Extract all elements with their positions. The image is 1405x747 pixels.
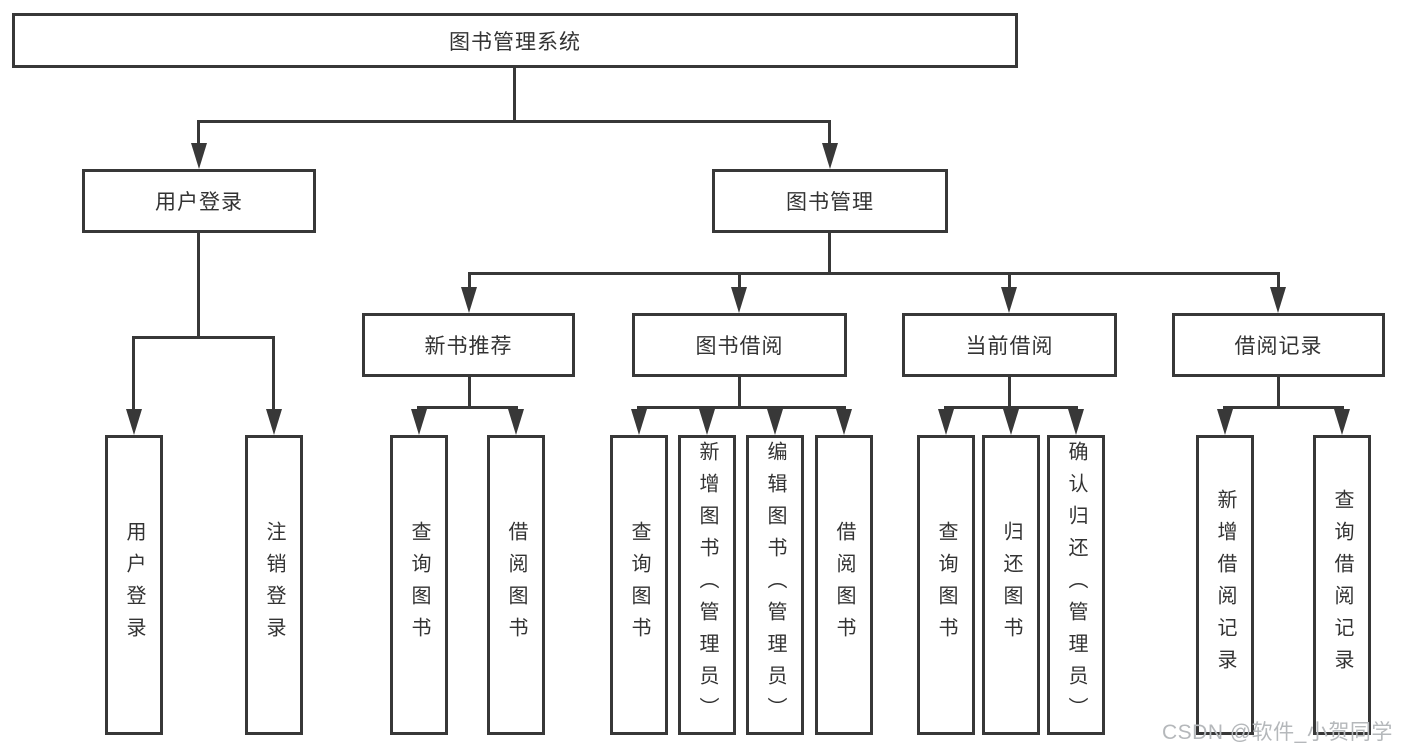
connector-line [197,120,831,123]
connector-line [468,272,1280,275]
leaf-label: 用户登录 [123,521,145,649]
connector-line [1008,377,1011,408]
connector-line [513,68,516,120]
connector-line [944,406,1078,409]
connector-line [417,406,518,409]
leaf-edit-book-admin: 编辑图书（管理员） [746,435,804,735]
node-label: 图书借阅 [695,335,784,358]
connector-line [132,336,275,339]
node-label: 借阅记录 [1234,335,1323,358]
leaf-logout: 注销登录 [245,435,303,735]
leaf-label: 查询图书 [408,521,430,649]
arrowhead-down-icon [631,409,647,435]
connector-line [1008,272,1011,291]
node-label: 图书管理 [786,191,874,214]
leaf-label: 查询借阅记录 [1331,489,1353,681]
arrowhead-down-icon [508,409,524,435]
arrowhead-down-icon [266,409,282,435]
node-book-borrowing: 图书借阅 [632,313,847,377]
node-user-login: 用户登录 [82,169,316,233]
leaf-label: 查询图书 [628,521,650,649]
node-library-management-system: 图书管理系统 [12,13,1018,68]
leaf-label: 编辑图书（管理员） [764,441,786,729]
connector-line [828,120,831,148]
arrowhead-down-icon [1003,409,1019,435]
leaf-label: 借阅图书 [505,521,527,649]
connector-line [1277,272,1280,291]
connector-line [197,233,200,336]
arrowhead-down-icon [699,409,715,435]
arrowhead-down-icon [191,143,207,169]
arrowhead-down-icon [461,287,477,313]
node-label: 图书管理系统 [449,30,581,54]
node-label: 新书推荐 [424,335,513,358]
leaf-confirm-return-admin: 确认归还（管理员） [1047,435,1105,735]
leaf-user-login: 用户登录 [105,435,163,735]
arrowhead-down-icon [1270,287,1286,313]
connector-line [1277,377,1280,408]
leaf-label: 新增借阅记录 [1214,489,1236,681]
connector-line [197,120,200,148]
arrowhead-down-icon [411,409,427,435]
connector-line [828,233,831,274]
arrowhead-down-icon [126,409,142,435]
node-label: 用户登录 [155,191,243,214]
node-book-management: 图书管理 [712,169,948,233]
arrowhead-down-icon [1334,409,1350,435]
leaf-query-books-current: 查询图书 [917,435,975,735]
leaf-label: 确认归还（管理员） [1065,441,1087,729]
leaf-query-books-recommend: 查询图书 [390,435,448,735]
leaf-borrow-books-recommend: 借阅图书 [487,435,545,735]
leaf-borrow-books: 借阅图书 [815,435,873,735]
connector-line [637,406,846,409]
arrowhead-down-icon [1217,409,1233,435]
leaf-label: 借阅图书 [833,521,855,649]
leaf-query-borrow-record: 查询借阅记录 [1313,435,1371,735]
node-new-book-recommend: 新书推荐 [362,313,575,377]
arrowhead-down-icon [731,287,747,313]
node-current-borrowing: 当前借阅 [902,313,1117,377]
leaf-label: 注销登录 [263,521,285,649]
arrowhead-down-icon [1068,409,1084,435]
connector-line [738,377,741,408]
node-label: 当前借阅 [965,335,1054,358]
csdn-watermark: CSDN @软件_小贺同学 [1162,721,1393,744]
leaf-label: 查询图书 [935,521,957,649]
leaf-return-books: 归还图书 [982,435,1040,735]
arrowhead-down-icon [836,409,852,435]
connector-line [738,272,741,291]
leaf-query-books-borrow: 查询图书 [610,435,668,735]
leaf-add-borrow-record: 新增借阅记录 [1196,435,1254,735]
arrowhead-down-icon [767,409,783,435]
connector-line [1223,406,1344,409]
arrowhead-down-icon [822,143,838,169]
connector-line [468,377,471,408]
arrowhead-down-icon [938,409,954,435]
leaf-label: 新增图书（管理员） [696,441,718,729]
node-borrowing-records: 借阅记录 [1172,313,1385,377]
leaf-label: 归还图书 [1000,521,1022,649]
connector-line [272,336,275,412]
connector-line [468,272,471,291]
leaf-add-book-admin: 新增图书（管理员） [678,435,736,735]
arrowhead-down-icon [1001,287,1017,313]
connector-line [132,336,135,412]
